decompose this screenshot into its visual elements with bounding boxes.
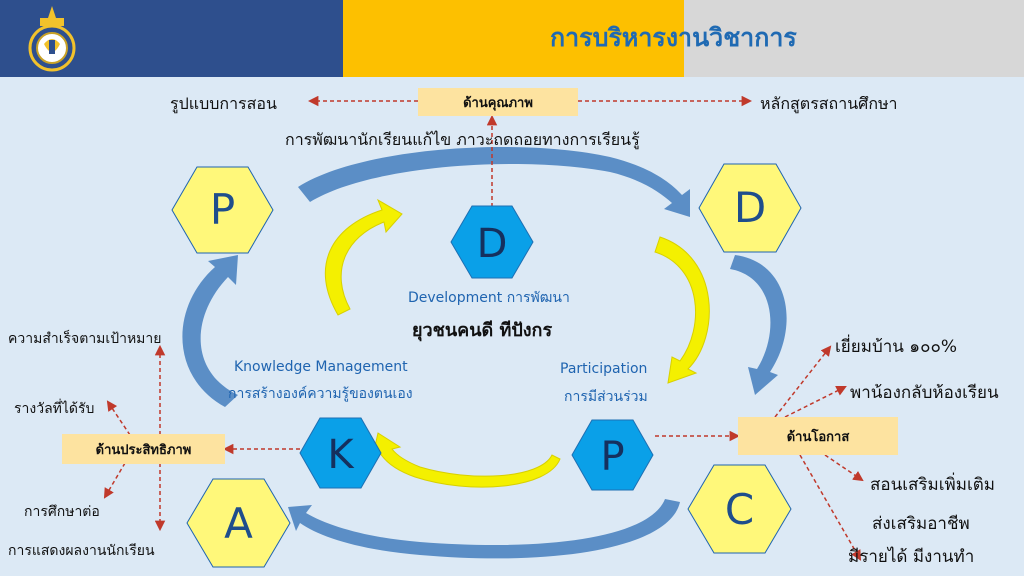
hexagon-participation-p: P — [571, 419, 654, 491]
participation-caption-th: การมีส่วนร่วม — [564, 389, 648, 405]
hexagon-a-letter: A — [224, 499, 253, 548]
hexagon-p-letter: P — [210, 185, 235, 234]
inner-cycle-arrows — [324, 198, 710, 488]
pdca-diagram: P D C A D K P — [103, 95, 864, 568]
hexagon-k-letter: K — [327, 432, 355, 478]
school-emblem-icon — [28, 6, 76, 72]
hexagon-d-letter: D — [734, 183, 766, 232]
hexagon-a: A — [186, 478, 291, 568]
hexagon-participation-p-letter: P — [600, 434, 624, 480]
opportunity-box: ด้านโอกาส — [738, 417, 898, 455]
knowledge-caption-en: Knowledge Management — [234, 359, 408, 375]
efficiency-item: การศึกษาต่อ — [24, 504, 100, 520]
center-caption-th: การพัฒนา — [506, 290, 570, 306]
participation-caption-en: Participation — [560, 361, 648, 377]
knowledge-caption-th: การสร้างองค์ความรู้ของตนเอง — [228, 386, 413, 402]
quality-right-label: หลักสูตรสถานศึกษา — [760, 94, 898, 113]
header-band-gray — [684, 0, 1024, 77]
hexagon-c: C — [687, 464, 792, 554]
connector-lines — [103, 95, 864, 561]
hexagon-d: D — [698, 163, 802, 253]
efficiency-item: รางวัลที่ได้รับ — [14, 401, 95, 417]
outer-cycle-arrows — [182, 147, 787, 559]
efficiency-item: ความสำเร็จตามเป้าหมาย — [8, 331, 162, 347]
hexagon-center-d: D — [450, 205, 534, 279]
opportunity-item: ส่งเสริมอาชีพ — [872, 514, 970, 534]
center-caption-en: Development — [408, 290, 503, 306]
quality-box: ด้านคุณภาพ — [418, 88, 578, 116]
quality-left-label: รูปแบบการสอน — [170, 94, 277, 113]
hexagon-p: P — [171, 166, 274, 254]
opportunity-item: มีรายได้ มีงานทำ — [848, 547, 975, 567]
hexagon-center-d-letter: D — [477, 221, 508, 267]
opportunity-item: เยี่ยมบ้าน ๑๐๐% — [835, 337, 957, 357]
header-band-yellow — [343, 0, 684, 77]
quality-focus-label: การพัฒนานักเรียนแก้ไข ภาวะถดถอยทางการเรี… — [285, 130, 640, 149]
efficiency-item: การแสดงผลงานนักเรียน — [8, 543, 155, 559]
center-motto: ยุวชนคนดี ทีปังกร — [412, 320, 553, 341]
header-bar: การบริหารงานวิชาการ — [0, 0, 1024, 77]
center-caption: Development การพัฒนา — [408, 287, 570, 309]
hexagon-k: K — [299, 417, 382, 489]
page-title: การบริหารงานวิชาการ — [550, 23, 797, 52]
hexagon-c-letter: C — [725, 485, 754, 534]
opportunity-item: พาน้องกลับห้องเรียน — [850, 383, 999, 403]
efficiency-box: ด้านประสิทธิภาพ — [62, 434, 225, 464]
opportunity-item: สอนเสริมเพิ่มเติม — [870, 475, 996, 495]
